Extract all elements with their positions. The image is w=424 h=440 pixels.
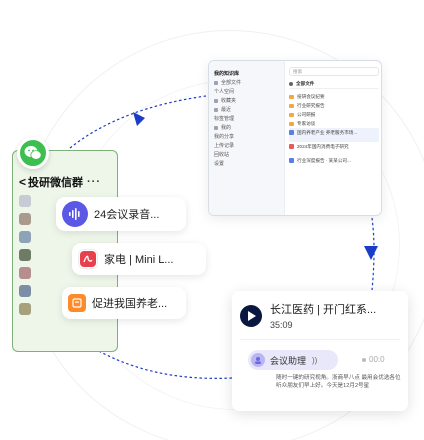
message-label: 24会议录音... (94, 209, 160, 221)
meeting-duration: 35:09 (270, 320, 293, 330)
app-sidebar: 我的知识库 全部文件 个人空间 收藏夹 最近 标签管理 我的 我的分享 上传记录… (209, 61, 285, 215)
avatar[interactable] (19, 267, 31, 279)
pdf-icon (78, 249, 98, 269)
folder-icon (289, 94, 294, 99)
message-pdf-file[interactable]: 家电 | Mini L... (72, 243, 206, 275)
assistant-label: 会议助理 (270, 355, 307, 366)
more-icon[interactable]: ··· (87, 176, 102, 188)
folder-icon (289, 121, 294, 126)
avatar[interactable] (19, 231, 31, 243)
list-item[interactable]: 行业深度报告 · 某某公司... (289, 156, 379, 170)
avatar[interactable] (19, 195, 31, 207)
sidebar-item-mine[interactable]: 我的 (214, 123, 279, 132)
sidebar-item-tags[interactable]: 标签管理 (214, 116, 235, 122)
document-icon (289, 158, 294, 163)
sidebar-item-trash[interactable]: 回收站 (214, 152, 230, 158)
member-avatar-column (19, 195, 41, 315)
message-article-link[interactable]: 促进我国养老... (62, 287, 186, 319)
sidebar-item-favorites[interactable]: 收藏夹 (214, 96, 279, 105)
knowledge-base-window: 我的知识库 全部文件 个人空间 收藏夹 最近 标签管理 我的 我的分享 上传记录… (208, 60, 382, 216)
avatar[interactable] (19, 285, 31, 297)
connector-app-to-meeting (371, 217, 375, 291)
wechat-logo-icon (17, 137, 49, 169)
message-label: 家电 | Mini L... (104, 254, 174, 266)
list-item[interactable]: 专家访谈 (289, 119, 379, 128)
play-button[interactable] (240, 304, 262, 327)
sidebar-item-title[interactable]: 我的知识库 (214, 71, 240, 77)
avatar[interactable] (19, 303, 31, 315)
transcript-summary: 随时一键的研究视角。浙商早八点 最用会优选各位听众朋友们早上好。今天是12月2号… (276, 375, 401, 389)
group-name: 投研微信群 (28, 177, 84, 189)
folder-icon (289, 103, 294, 108)
list-item[interactable]: 2024年国内消费电子研究 (289, 142, 379, 156)
document-icon (289, 130, 294, 135)
list-item[interactable]: 国内养老产业 养老服务市场... (289, 128, 379, 142)
arrow-head-right (364, 246, 378, 260)
article-icon (68, 294, 86, 312)
pdf-icon (289, 144, 294, 149)
sidebar-item-settings[interactable]: 设置 (214, 161, 225, 167)
speaker-icon: )) (312, 355, 318, 365)
audio-wave-icon (62, 201, 88, 227)
assistant-avatar-icon (251, 353, 265, 367)
back-chevron-icon[interactable]: < (19, 175, 27, 189)
wechat-group-header: < 投研微信群 ··· (13, 173, 117, 191)
file-search-input[interactable]: 搜索 (289, 67, 379, 76)
sidebar-item-shares[interactable]: 我的分享 (214, 134, 235, 140)
sidebar-item-personal[interactable]: 个人空间 (214, 89, 235, 95)
meeting-title: 长江医药 | 开门红系... (270, 304, 377, 316)
message-audio-recording[interactable]: 24会议录音... (56, 197, 186, 231)
file-list: 搜索 全部文件 投研会议纪要 行业研究报告 公司研报 专家访谈 国内养老产业 养… (289, 67, 379, 170)
file-list-header: 全部文件 (289, 80, 379, 89)
sidebar-item-recent[interactable]: 最近 (214, 105, 279, 114)
transcript-timestamp: 00:0 (362, 355, 385, 364)
play-icon (247, 310, 256, 321)
list-item[interactable]: 投研会议纪要 (289, 92, 379, 101)
meeting-assistant-chip[interactable]: 会议助理 )) (248, 350, 338, 370)
sidebar-item-uploads[interactable]: 上传记录 (214, 143, 235, 149)
connector-meeting-to-wechat (89, 345, 233, 379)
avatar[interactable] (19, 249, 31, 261)
arrow-head-top (133, 112, 145, 126)
message-label: 促进我国养老... (92, 298, 168, 310)
avatar[interactable] (19, 213, 31, 225)
folder-icon (289, 112, 294, 117)
sidebar-item-all[interactable]: 全部文件 (214, 78, 279, 87)
meeting-header: 长江医药 | 开门红系... 35:09 (240, 301, 376, 330)
meeting-recording-card: 长江医药 | 开门红系... 35:09 会议助理 )) 00:0 随时一键的研… (232, 291, 408, 411)
list-item[interactable]: 行业研究报告 (289, 101, 379, 110)
list-item[interactable]: 公司研报 (289, 110, 379, 119)
divider (240, 339, 400, 340)
